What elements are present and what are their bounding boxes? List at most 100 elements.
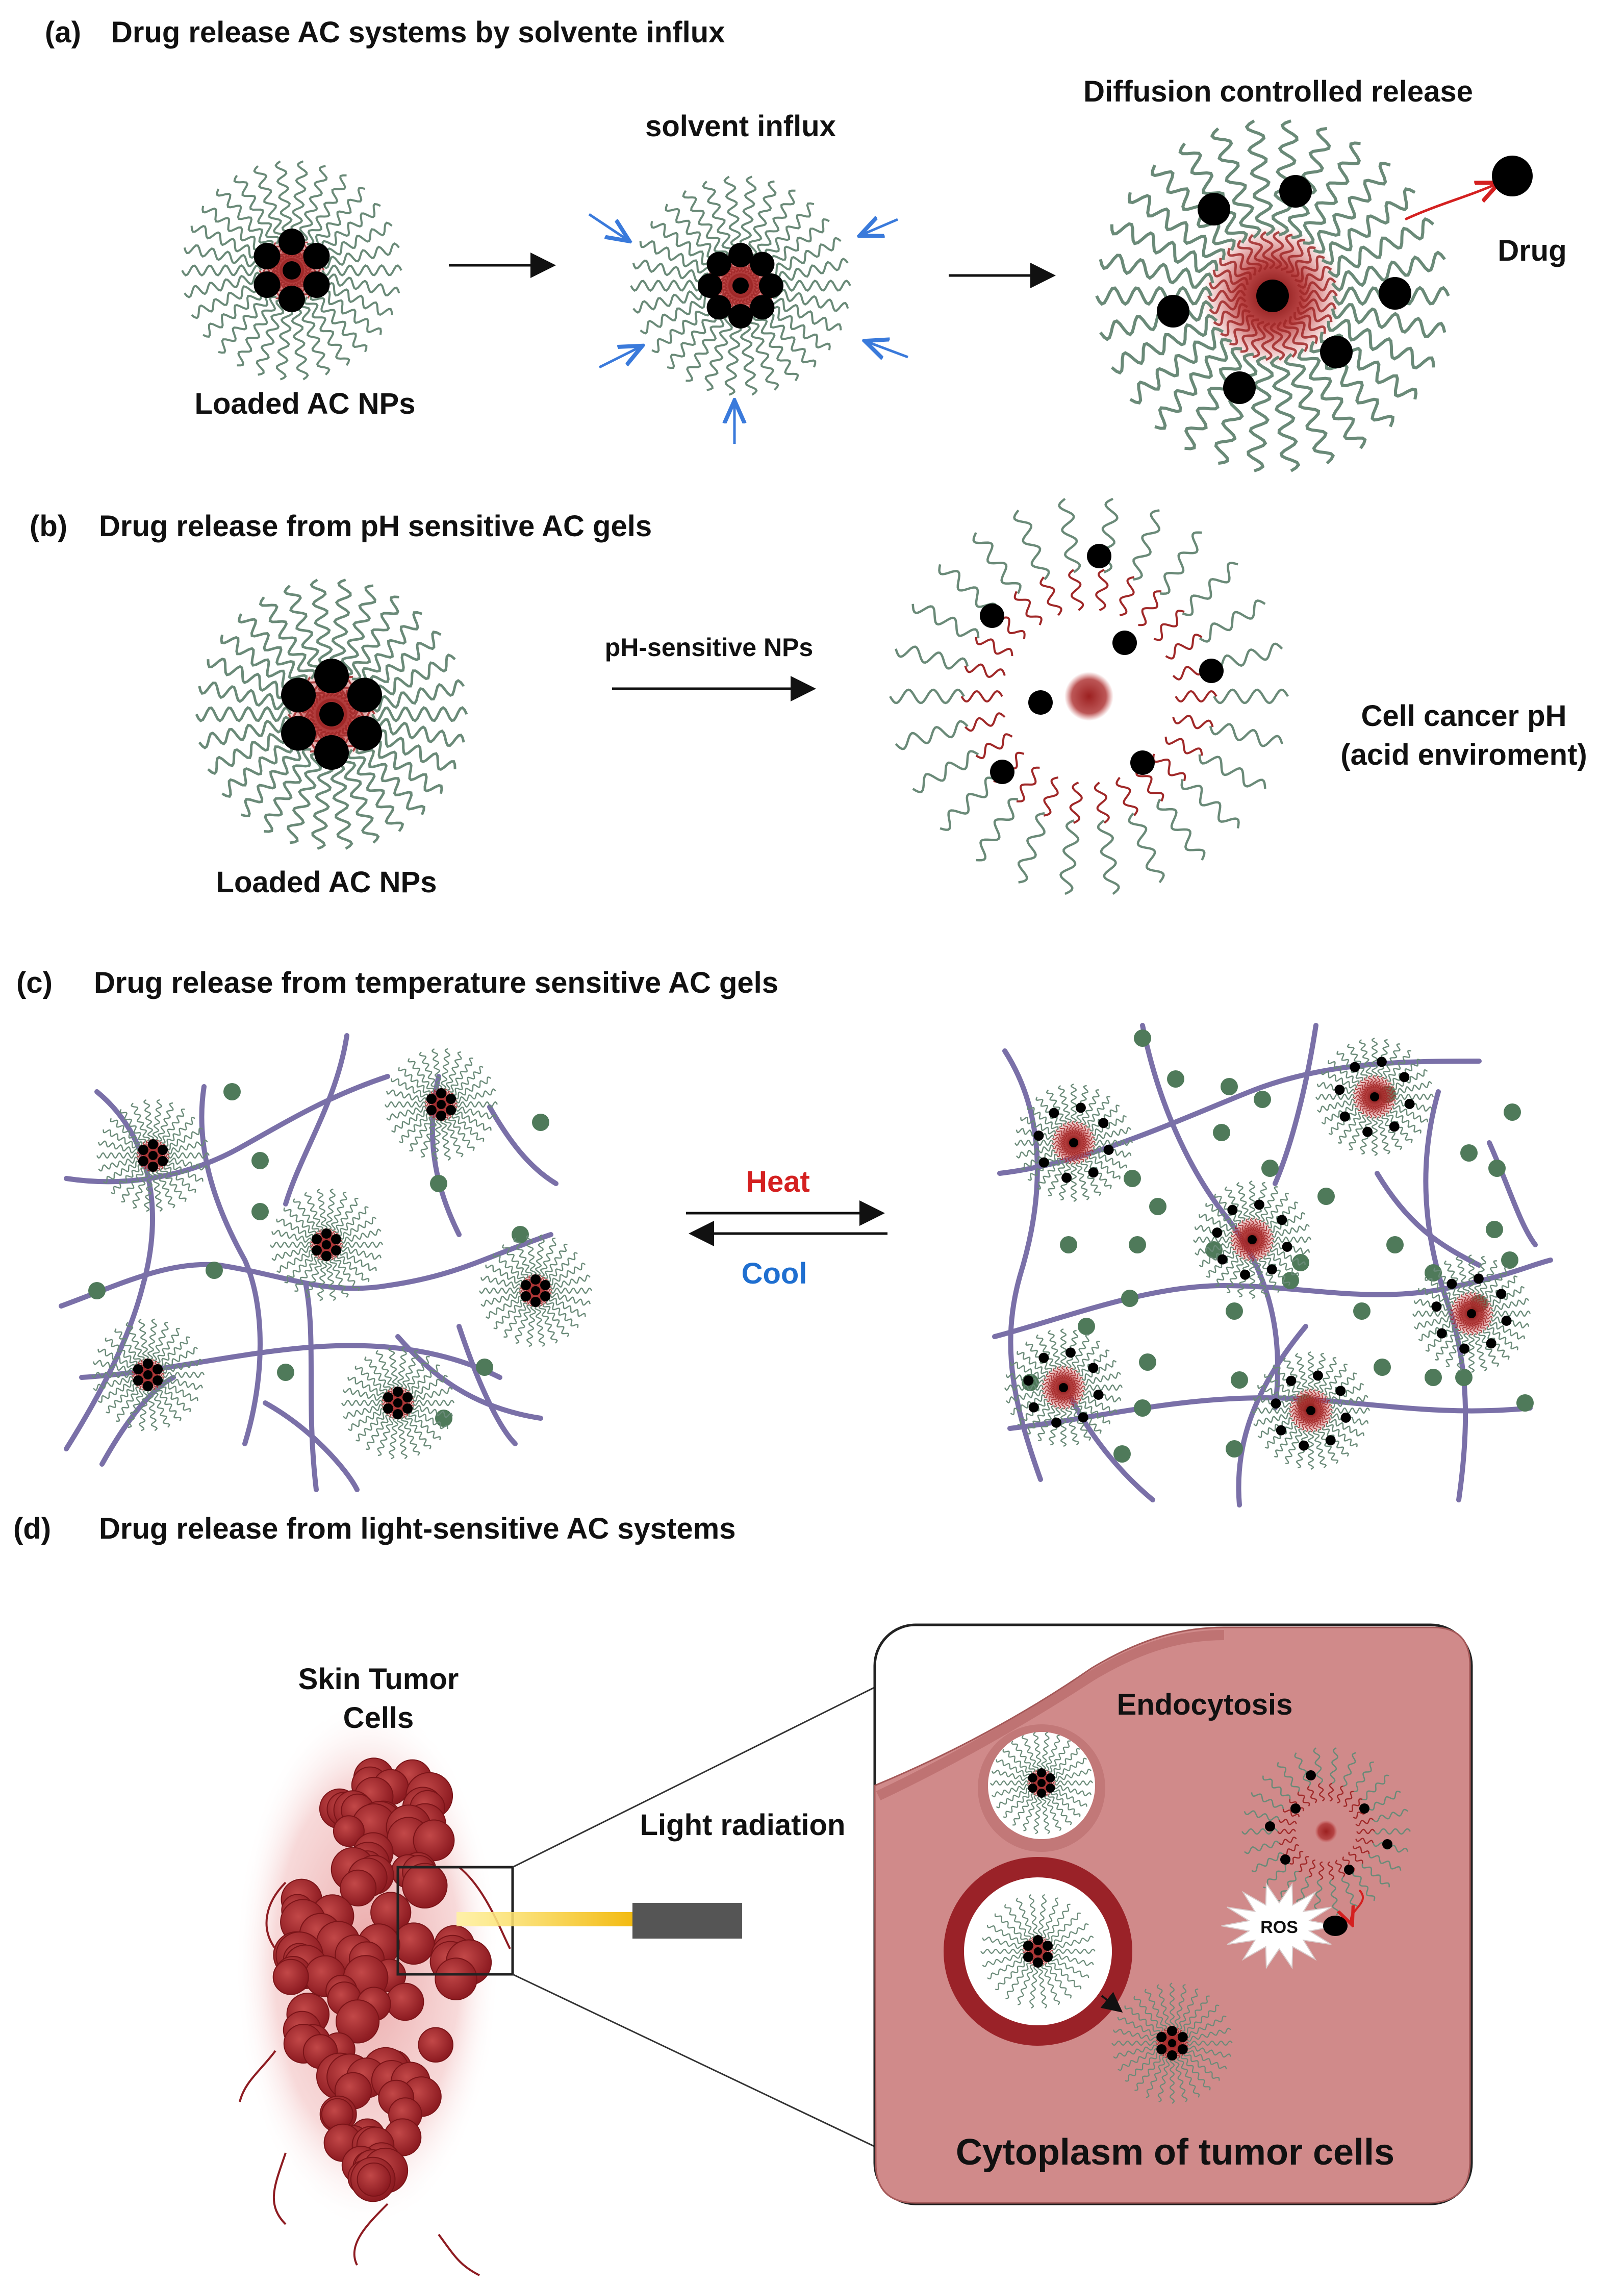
micelle-inner-chain — [1383, 1098, 1396, 1103]
micelle-inner-chain — [1305, 1419, 1310, 1432]
micelle-chain — [316, 203, 381, 256]
micelle-chain — [682, 190, 729, 259]
tumor-cell — [402, 1863, 448, 1909]
micelle-chain — [1037, 1405, 1055, 1441]
micelle-chain — [337, 1254, 370, 1283]
micelle-inner-chain — [1232, 1242, 1245, 1250]
micelle-chain — [1070, 1083, 1077, 1123]
drug-particle — [314, 735, 349, 770]
micelle-chain — [1016, 1897, 1035, 1939]
released-drug — [1087, 544, 1111, 568]
micelle-chain — [1338, 1112, 1362, 1144]
micelle-chain — [738, 316, 758, 396]
micelle-chain — [284, 1253, 315, 1284]
micelle-chain — [96, 1152, 139, 1159]
micelle-chain — [1381, 1115, 1403, 1150]
micelle-chain — [377, 1416, 393, 1456]
drug-particle — [143, 1370, 153, 1379]
drug-particle — [1389, 1121, 1400, 1132]
micelle-inner-chain — [1081, 1132, 1094, 1140]
drug-particle — [1103, 1144, 1114, 1155]
tumor-cell — [272, 1958, 309, 1995]
green-dot — [1134, 1029, 1151, 1047]
micelle-chain — [161, 1381, 198, 1401]
drug-particle — [1266, 1264, 1277, 1275]
micelle-inner-chain — [1376, 1075, 1381, 1089]
micelle-chain — [1003, 1791, 1032, 1818]
micelle — [1014, 1083, 1133, 1202]
micelle-inner-chain — [1246, 1218, 1252, 1232]
micelle-chain — [441, 1048, 450, 1090]
micelle-chain — [1253, 1412, 1291, 1427]
micelle-chain — [97, 1348, 135, 1368]
released-chain — [1128, 812, 1165, 884]
micelle-chain — [329, 579, 352, 675]
green-dot — [1254, 1091, 1271, 1108]
micelle-chain — [331, 1191, 347, 1232]
solvent-arrow — [598, 347, 640, 369]
micelle-chain — [1054, 1768, 1092, 1782]
micelle-chain — [446, 1051, 462, 1091]
micelle-inner-chain — [1061, 1396, 1065, 1410]
micelle-chain — [771, 279, 851, 292]
solvent-arrow — [588, 213, 627, 240]
micelle-chain — [1174, 1983, 1187, 2029]
micelle-chain — [1491, 1310, 1531, 1317]
drug-particle — [732, 278, 749, 294]
micelle-chain — [1443, 1260, 1465, 1296]
released-inner-chain — [1317, 1782, 1325, 1802]
micelle-chain — [1041, 1964, 1060, 2005]
micelle-chain — [207, 725, 295, 775]
green-dot — [206, 1262, 223, 1279]
polymer-network-strand — [1273, 1023, 1318, 1186]
micelle-chain — [1054, 1780, 1093, 1786]
micelle-chain — [283, 1207, 316, 1235]
panel-b-letter: (b) — [30, 510, 68, 543]
micelle-chain — [116, 1387, 140, 1422]
polymer-network-strand — [992, 1258, 1553, 1339]
green-dot — [476, 1359, 493, 1376]
drug-particle — [728, 304, 753, 329]
released-inner-chain — [1094, 782, 1110, 824]
micelle-chain — [1178, 1988, 1199, 2030]
micelle-inner-chain — [1081, 1146, 1094, 1152]
micelle-inner-chain — [1207, 290, 1247, 302]
micelle-chain — [103, 1129, 140, 1149]
green-dot — [1282, 1272, 1299, 1289]
green-dot — [1226, 1440, 1243, 1458]
micelle-chain — [306, 1258, 322, 1298]
micelle-chain — [315, 288, 382, 335]
released-chain — [1209, 642, 1283, 673]
micelle-chain — [535, 1234, 545, 1276]
released-inner-chain — [1335, 1860, 1346, 1877]
light-device — [632, 1903, 742, 1939]
micelle-inner-chain — [1208, 279, 1247, 294]
micelle-chain — [1028, 1894, 1039, 1938]
micelle-chain — [1303, 141, 1361, 245]
micelle-chain — [549, 1293, 591, 1306]
micelle-inner-chain — [1253, 1218, 1258, 1232]
polymer-network-strand — [1236, 1324, 1308, 1508]
micelle-inner-chain — [1479, 1317, 1491, 1323]
micelle-chain — [1169, 1982, 1175, 2028]
micelle-chain — [1327, 318, 1435, 370]
micelle-chain — [1021, 1735, 1039, 1771]
released-inner-chain — [1153, 610, 1185, 641]
micelle-chain — [1480, 1260, 1498, 1296]
micelle-inner-chain — [1458, 1320, 1466, 1331]
micelle-chain — [397, 1346, 407, 1389]
micelle-chain — [1371, 1116, 1378, 1157]
micelle-inner-chain — [1276, 321, 1297, 358]
micelle-chain — [546, 1300, 579, 1328]
released-chain — [1244, 1810, 1280, 1821]
polymer-network-strand — [1002, 1048, 1043, 1482]
micelle-chain — [1051, 1953, 1094, 1966]
micelle-chain — [391, 1109, 428, 1133]
released-chain — [895, 720, 969, 750]
tumor-cell — [413, 1819, 455, 1862]
micelle-chain — [639, 240, 713, 274]
micelle-chain — [1027, 1106, 1059, 1131]
micelle-chain — [480, 1291, 521, 1307]
micelle-chain — [276, 1218, 314, 1238]
micelle-chain — [454, 1076, 492, 1100]
